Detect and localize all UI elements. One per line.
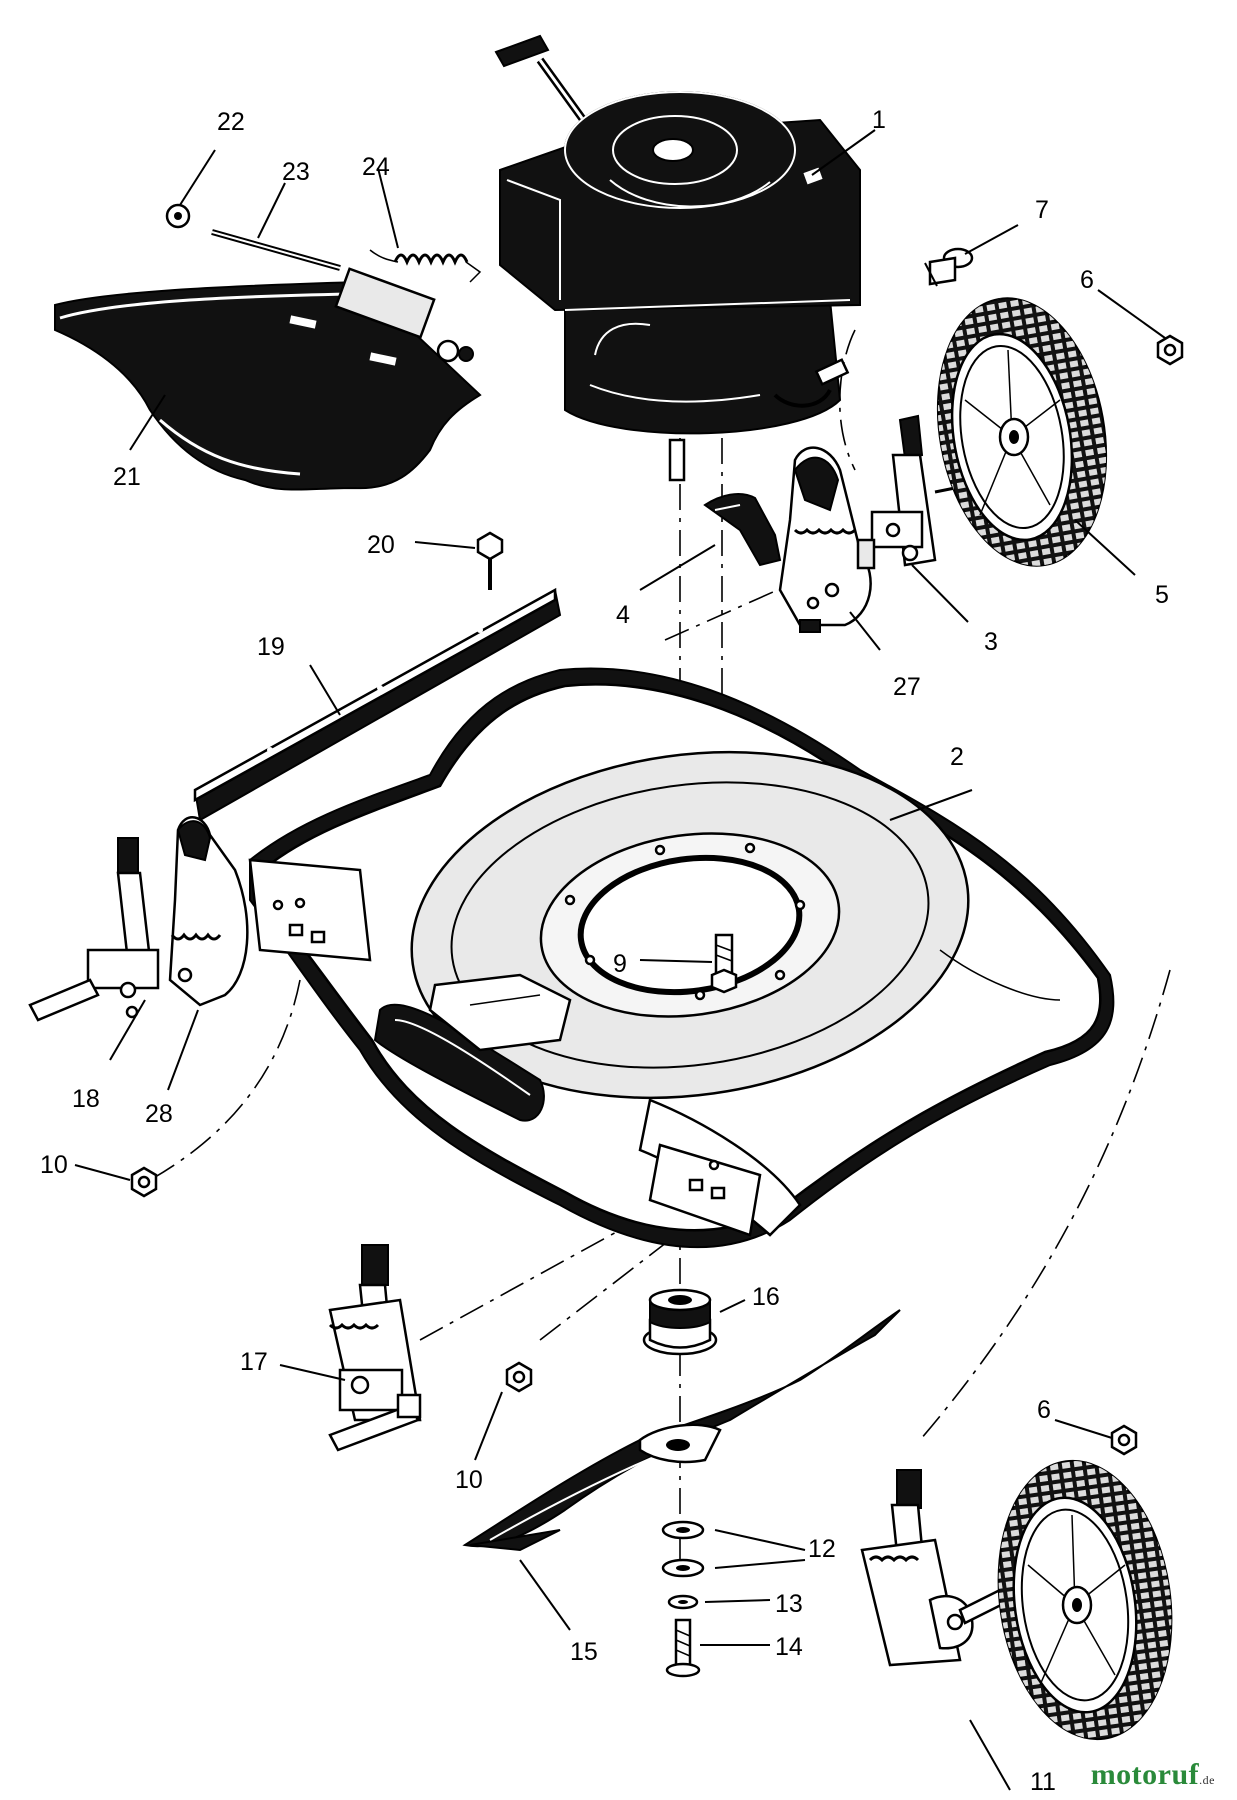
- part-4-label: 4: [616, 601, 630, 629]
- rear-wheel[interactable]: [918, 285, 1126, 579]
- wheel-nut-bottom[interactable]: [1110, 1424, 1138, 1456]
- part-17-label: 17: [240, 1348, 268, 1376]
- part-6a-label: 6: [1080, 266, 1094, 294]
- part-14-label: 14: [775, 1633, 803, 1661]
- engine[interactable]: [494, 34, 861, 482]
- part-28-label: 28: [145, 1100, 173, 1128]
- engine-bolt[interactable]: [710, 933, 738, 994]
- blade-washers[interactable]: [661, 1520, 705, 1610]
- part-5-label: 5: [1155, 581, 1169, 609]
- part-22-label: 22: [217, 108, 245, 136]
- height-adjust-clip[interactable]: [703, 493, 782, 567]
- skirt-screw[interactable]: [476, 531, 504, 590]
- part-3-label: 3: [984, 628, 998, 656]
- part-1-label: 1: [872, 106, 886, 134]
- watermark: motoruf.de: [1091, 1758, 1215, 1792]
- nut-10-center[interactable]: [505, 1361, 533, 1393]
- part-15-label: 15: [570, 1638, 598, 1666]
- mower-blade[interactable]: [462, 1309, 901, 1552]
- part-10b-label: 10: [455, 1466, 483, 1494]
- part-24-label: 24: [362, 153, 390, 181]
- part-27-label: 27: [893, 673, 921, 701]
- part-19-label: 19: [257, 633, 285, 661]
- part-16-label: 16: [752, 1283, 780, 1311]
- part-20-label: 20: [367, 531, 395, 559]
- mower-deck[interactable]: [248, 667, 1115, 1249]
- leader-lines: [74, 129, 1166, 1791]
- watermark-tld: .de: [1199, 1773, 1215, 1787]
- deflector-hardware[interactable]: [165, 203, 482, 283]
- wheel-nut-top[interactable]: [1156, 334, 1184, 366]
- front-left-adjuster[interactable]: [328, 1244, 422, 1452]
- part-18-label: 18: [72, 1085, 100, 1113]
- nut-10-left[interactable]: [130, 1166, 158, 1198]
- right-height-adjuster[interactable]: [778, 414, 956, 633]
- grass-deflector[interactable]: [54, 267, 482, 491]
- blade-bolt[interactable]: [665, 1618, 701, 1678]
- rear-skirt-bar[interactable]: [193, 587, 562, 822]
- part-21-label: 21: [113, 463, 141, 491]
- part-10a-label: 10: [40, 1151, 68, 1179]
- part-12-label: 12: [808, 1535, 836, 1563]
- part-7-label: 7: [1035, 196, 1049, 224]
- part-11-label: 11: [1030, 1768, 1056, 1796]
- front-right-adjuster[interactable]: [860, 1469, 1017, 1667]
- part-2-label: 2: [950, 743, 964, 771]
- blade-adapter[interactable]: [642, 1288, 718, 1356]
- left-height-adjuster[interactable]: [28, 816, 249, 1022]
- part-6b-label: 6: [1037, 1396, 1051, 1424]
- part-9-label: 9: [613, 950, 627, 978]
- part-labels: 1 2 3 4 5 6 6 7 9 10 10 11 12 13 14 15 1…: [40, 106, 1169, 1796]
- part-23-label: 23: [282, 158, 310, 186]
- watermark-brand: motoruf: [1090, 1758, 1200, 1791]
- front-wheel[interactable]: [981, 1450, 1188, 1751]
- part-13-label: 13: [775, 1590, 803, 1618]
- wheel-bolt[interactable]: [924, 247, 974, 287]
